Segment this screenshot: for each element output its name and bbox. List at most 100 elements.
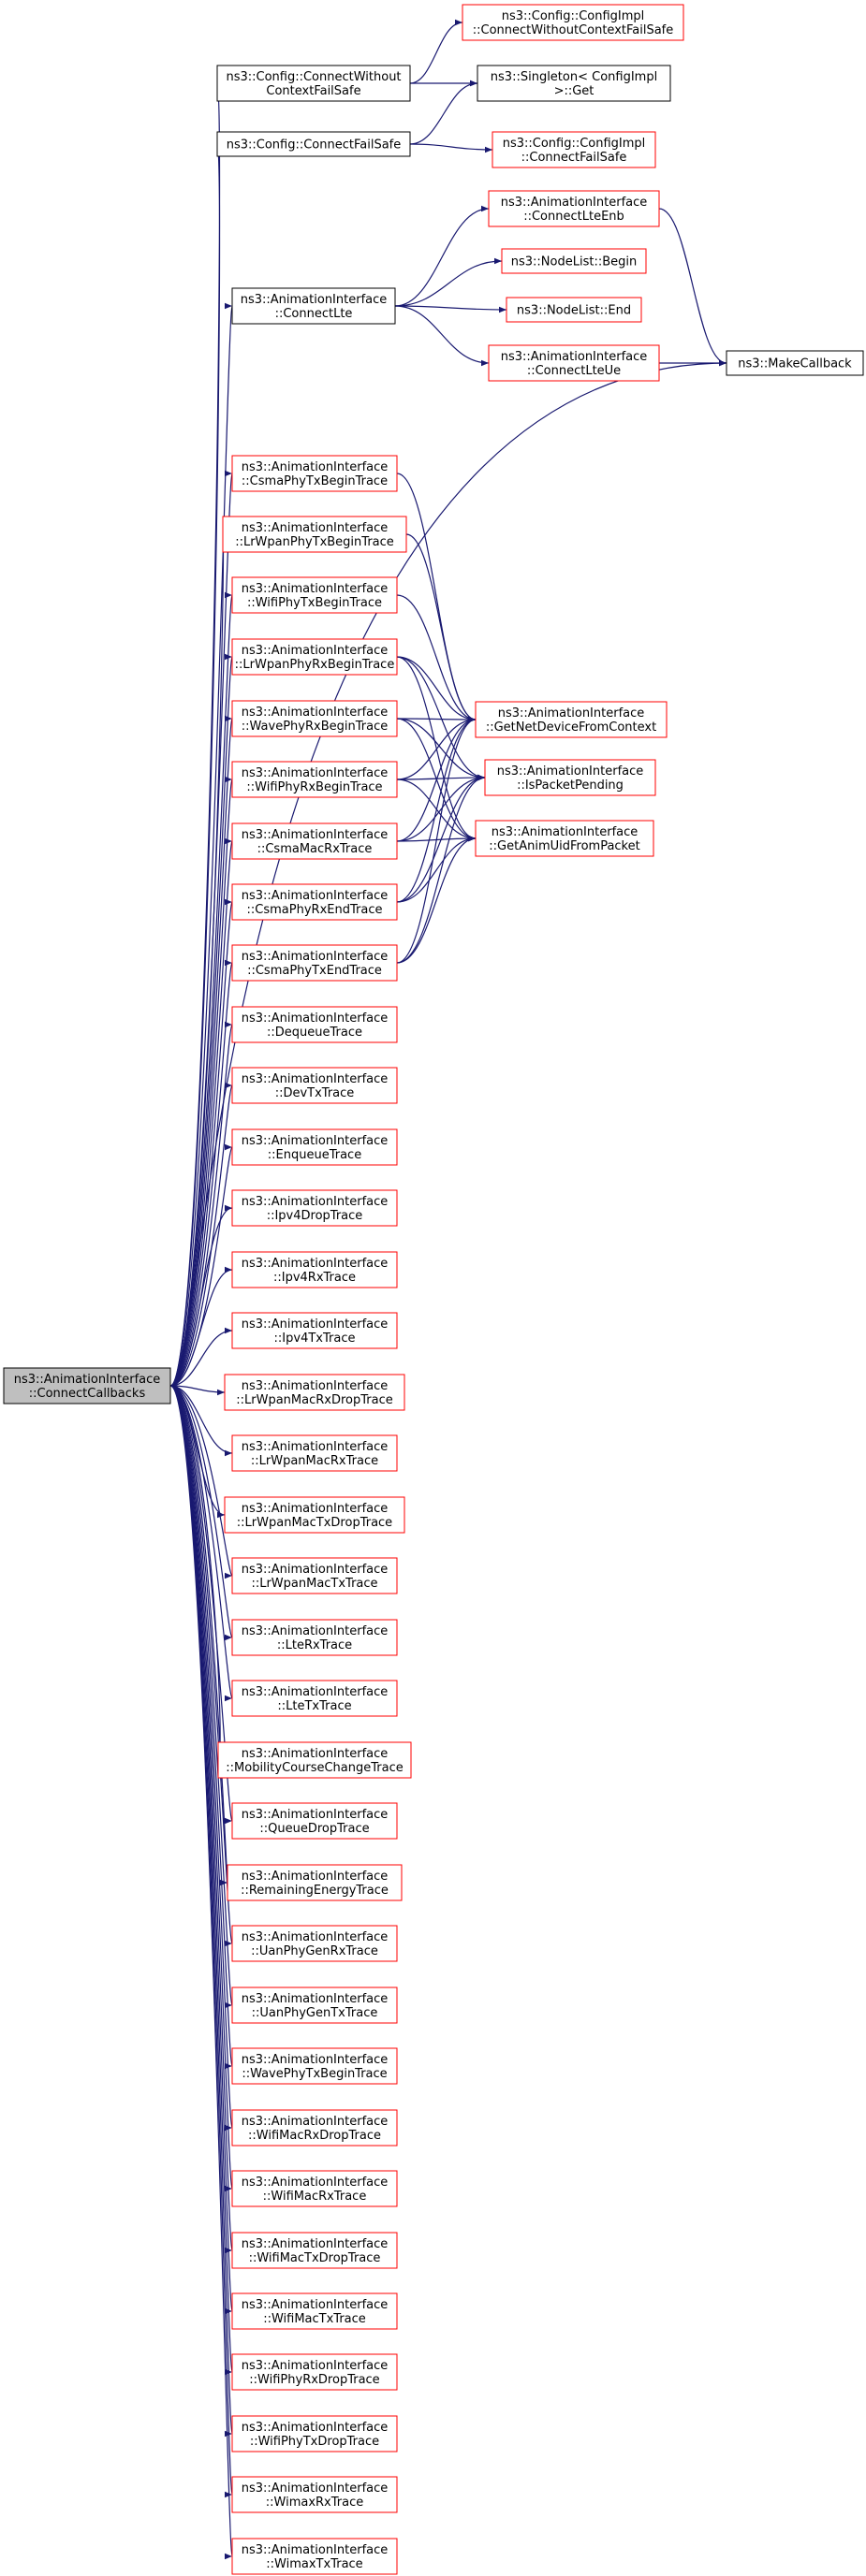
node-animation-interface-dev-tx-trace[interactable]: ns3::AnimationInterface::DevTxTrace (231, 1067, 398, 1104)
node-config-config-impl-connect-without-context-fail-safe[interactable]: ns3::Config::ConfigImpl::ConnectWithoutC… (462, 4, 684, 41)
node-label-line: ::DequeueTrace (267, 1026, 362, 1040)
node-animation-interface-connect-lte-enb[interactable]: ns3::AnimationInterface::ConnectLteEnb (488, 190, 660, 227)
node-animation-interface-connect-lte[interactable]: ns3::AnimationInterface::ConnectLte (231, 287, 396, 325)
node-box (231, 1128, 398, 1166)
node-box (475, 820, 654, 857)
node-animation-interface-lte-tx-trace[interactable]: ns3::AnimationInterface::LteTxTrace (231, 1680, 398, 1717)
node-box (501, 248, 647, 274)
node-animation-interface-lte-rx-trace[interactable]: ns3::AnimationInterface::LteRxTrace (231, 1619, 398, 1656)
node-animation-interface-wifi-mac-rx-drop-trace[interactable]: ns3::AnimationInterface::WifiMacRxDropTr… (231, 2109, 398, 2147)
node-animation-interface-ipv4-rx-trace[interactable]: ns3::AnimationInterface::Ipv4RxTrace (231, 1251, 398, 1288)
node-animation-interface-connect-lte-ue[interactable]: ns3::AnimationInterface::ConnectLteUe (488, 344, 660, 382)
edge-root-to-t32 (169, 1385, 233, 2374)
edge-t9-to-getUid (396, 835, 477, 964)
node-box (224, 1374, 405, 1411)
node-animation-interface-remaining-energy-trace[interactable]: ns3::AnimationInterface::RemainingEnergy… (227, 1864, 403, 1901)
node-animation-interface-wimax-tx-trace[interactable]: ns3::AnimationInterface::WimaxTxTrace (231, 2538, 398, 2575)
edge-root-to-t9 (169, 960, 233, 1387)
node-label-line: ns3::AnimationInterface (242, 2176, 389, 2190)
node-make-callback[interactable]: ns3::MakeCallback (726, 350, 864, 376)
edge-root-to-t6 (169, 777, 233, 1387)
node-singleton-config-impl-get[interactable]: ns3::Singleton< ConfigImpl>::Get (477, 65, 671, 102)
edge-root-to-t24 (169, 1385, 228, 1884)
node-animation-interface-wifi-phy-tx-drop-trace[interactable]: ns3::AnimationInterface::WifiPhyTxDropTr… (231, 2415, 398, 2452)
node-animation-interface-csma-phy-tx-end-trace[interactable]: ns3::AnimationInterface::CsmaPhyTxEndTra… (231, 944, 398, 982)
node-label-line: ns3::AnimationInterface (242, 644, 389, 658)
edge-t7-to-isPending (396, 774, 486, 842)
node-animation-interface-ipv4-drop-trace[interactable]: ns3::AnimationInterface::Ipv4DropTrace (231, 1189, 398, 1227)
node-node-list-begin[interactable]: ns3::NodeList::Begin (501, 248, 647, 274)
node-animation-interface-mobility-course-change-trace[interactable]: ns3::AnimationInterface::MobilityCourseC… (217, 1741, 412, 1779)
node-animation-interface-uan-phy-gen-tx-trace[interactable]: ns3::AnimationInterface::UanPhyGenTxTrac… (231, 1987, 398, 2024)
node-box (3, 1367, 171, 1404)
node-animation-interface-connect-callbacks: ns3::AnimationInterface::ConnectCallback… (3, 1367, 171, 1404)
node-label-line: ns3::AnimationInterface (242, 2359, 389, 2373)
node-box (231, 1006, 398, 1043)
node-animation-interface-wave-phy-tx-begin-trace[interactable]: ns3::AnimationInterface::WavePhyTxBeginT… (231, 2047, 398, 2085)
edge-cwc-to-cwcImpl (409, 19, 463, 84)
node-label-line: ::WimaxRxTrace (266, 2496, 363, 2510)
edge-t8-to-getUid (396, 835, 477, 903)
node-box (231, 638, 398, 676)
edge-t1-to-getNet (396, 473, 477, 723)
node-animation-interface-wifi-phy-rx-begin-trace[interactable]: ns3::AnimationInterface::WifiPhyRxBeginT… (231, 761, 398, 798)
node-config-config-impl-connect-fail-safe[interactable]: ns3::Config::ConfigImpl::ConnectFailSafe (492, 131, 656, 168)
node-animation-interface-csma-phy-tx-begin-trace[interactable]: ns3::AnimationInterface::CsmaPhyTxBeginT… (231, 455, 398, 492)
node-label-line: ns3::AnimationInterface (242, 706, 389, 720)
node-label-line: ns3::AnimationInterface (242, 766, 389, 780)
node-label-line: ns3::AnimationInterface (242, 582, 389, 596)
node-animation-interface-wifi-mac-tx-drop-trace[interactable]: ns3::AnimationInterface::WifiMacTxDropTr… (231, 2232, 398, 2269)
node-animation-interface-dequeue-trace[interactable]: ns3::AnimationInterface::DequeueTrace (231, 1006, 398, 1043)
edge-root-to-t17 (169, 1385, 233, 1457)
node-animation-interface-uan-phy-gen-rx-trace[interactable]: ns3::AnimationInterface::UanPhyGenRxTrac… (231, 1925, 398, 1962)
node-animation-interface-wifi-phy-tx-begin-trace[interactable]: ns3::AnimationInterface::WifiPhyTxBeginT… (231, 576, 398, 614)
node-animation-interface-csma-mac-rx-trace[interactable]: ns3::AnimationInterface::CsmaMacRxTrace (231, 822, 398, 860)
node-animation-interface-lr-wpan-mac-rx-drop-trace[interactable]: ns3::AnimationInterface::LrWpanMacRxDrop… (224, 1374, 405, 1411)
node-box (231, 1619, 398, 1656)
node-animation-interface-wifi-phy-rx-drop-trace[interactable]: ns3::AnimationInterface::WifiPhyRxDropTr… (231, 2353, 398, 2391)
edge-root-to-t2 (169, 532, 231, 1387)
node-animation-interface-get-anim-uid-from-packet[interactable]: ns3::AnimationInterface::GetAnimUidFromP… (475, 820, 654, 857)
node-animation-interface-ipv4-tx-trace[interactable]: ns3::AnimationInterface::Ipv4TxTrace (231, 1312, 398, 1349)
node-label-line: ::LteRxTrace (277, 1638, 352, 1652)
node-label-line: ::WifiPhyRxDropTrace (249, 2373, 379, 2387)
node-animation-interface-enqueue-trace[interactable]: ns3::AnimationInterface::EnqueueTrace (231, 1128, 398, 1166)
node-animation-interface-wifi-mac-tx-trace[interactable]: ns3::AnimationInterface::WifiMacTxTrace (231, 2292, 398, 2330)
node-animation-interface-lr-wpan-mac-tx-drop-trace[interactable]: ns3::AnimationInterface::LrWpanMacTxDrop… (224, 1496, 405, 1534)
node-animation-interface-is-packet-pending[interactable]: ns3::AnimationInterface::IsPacketPending (484, 759, 656, 796)
edge-t5-to-isPending (396, 718, 486, 781)
node-animation-interface-lr-wpan-phy-rx-begin-trace[interactable]: ns3::AnimationInterface::LrWpanPhyRxBegi… (231, 638, 398, 676)
node-animation-interface-wifi-mac-rx-trace[interactable]: ns3::AnimationInterface::WifiMacRxTrace (231, 2170, 398, 2207)
node-label-line: ns3::AnimationInterface (242, 950, 389, 964)
edge-cf-to-cfImpl (409, 143, 493, 153)
node-animation-interface-lr-wpan-phy-tx-begin-trace[interactable]: ns3::AnimationInterface::LrWpanPhyTxBegi… (222, 516, 407, 553)
edge-t9-to-isPending (396, 774, 486, 964)
node-animation-interface-wave-phy-rx-begin-trace[interactable]: ns3::AnimationInterface::WavePhyRxBeginT… (231, 700, 398, 737)
node-label-line: ::WifiMacRxDropTrace (248, 2129, 381, 2143)
edge-root-to-t25 (169, 1385, 233, 1946)
node-label-line: ::GetAnimUidFromPacket (489, 839, 639, 853)
node-animation-interface-lr-wpan-mac-rx-trace[interactable]: ns3::AnimationInterface::LrWpanMacRxTrac… (231, 1434, 398, 1472)
node-animation-interface-wimax-rx-trace[interactable]: ns3::AnimationInterface::WimaxRxTrace (231, 2476, 398, 2513)
edge-t9-to-getNet (396, 716, 477, 964)
edge-t6-to-getNet (396, 716, 477, 780)
node-box (462, 4, 684, 41)
node-node-list-end[interactable]: ns3::NodeList::End (506, 297, 642, 323)
node-box (231, 2170, 398, 2207)
node-animation-interface-get-net-device-from-context[interactable]: ns3::AnimationInterface::GetNetDeviceFro… (475, 701, 668, 738)
node-config-connect-without-context-fail-safe[interactable]: ns3::Config::ConnectWithoutContextFailSa… (216, 65, 411, 102)
node-animation-interface-lr-wpan-mac-tx-trace[interactable]: ns3::AnimationInterface::LrWpanMacTxTrac… (231, 1557, 398, 1594)
edge-root-to-t8 (169, 899, 233, 1387)
node-label-line: ns3::AnimationInterface (492, 825, 638, 839)
node-animation-interface-queue-drop-trace[interactable]: ns3::AnimationInterface::QueueDropTrace (231, 1802, 398, 1840)
edge-connectLte-to-nlEnd (394, 305, 507, 313)
edge-root-to-t11 (169, 1083, 233, 1387)
node-config-connect-fail-safe[interactable]: ns3::Config::ConnectFailSafe (216, 131, 411, 157)
node-box (222, 516, 407, 553)
node-label-line: ns3::AnimationInterface (242, 2237, 389, 2251)
node-animation-interface-csma-phy-rx-end-trace[interactable]: ns3::AnimationInterface::CsmaPhyRxEndTra… (231, 883, 398, 921)
node-box (231, 2353, 398, 2391)
edge-root-to-t23 (169, 1385, 233, 1824)
node-label-line: ::WavePhyRxBeginTrace (242, 720, 388, 734)
